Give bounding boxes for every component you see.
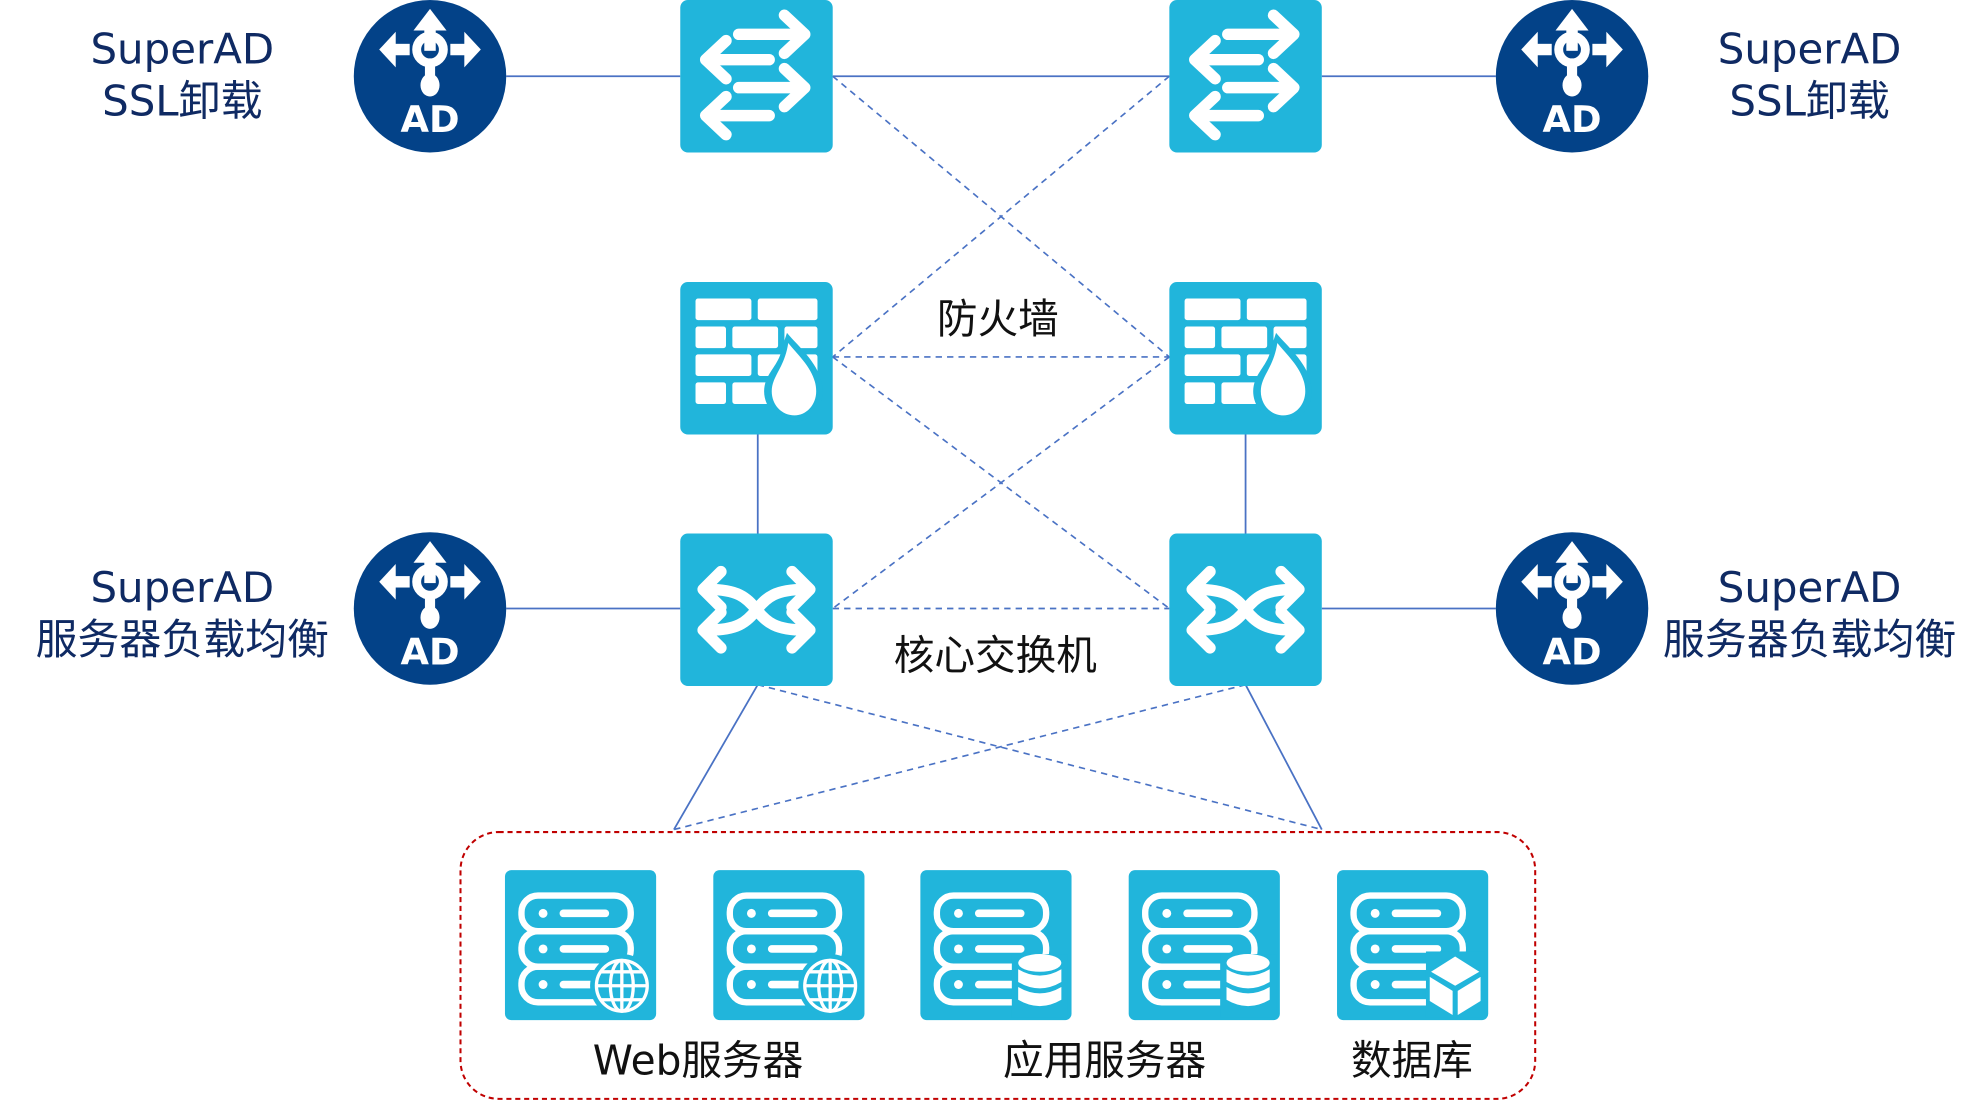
link-core-right-to-servers <box>1244 684 1323 830</box>
core-switch-icon <box>1169 534 1321 686</box>
web-server-label: Web服务器 <box>593 1037 804 1085</box>
web-server-globe-icon <box>713 870 864 1020</box>
ad-node-ssl-right[interactable]: SuperAD SSL卸载 <box>1496 0 1902 152</box>
dashed-link-firewall-right-to-core-left <box>832 356 1170 610</box>
database-label: 数据库 <box>1351 1037 1473 1085</box>
ad-node-role: 服务器负载均衡 <box>1663 615 1956 664</box>
ad-node-title: SuperAD <box>1718 25 1902 74</box>
arrow-stroke <box>1189 90 1221 141</box>
ad-load-balancer-icon <box>354 0 506 152</box>
firewall-icon <box>680 282 833 435</box>
firewall-icon <box>1169 282 1322 435</box>
ad-node-role: SSL卸载 <box>102 77 262 126</box>
access-switch-right[interactable] <box>1169 0 1322 153</box>
core-switch-right[interactable] <box>1169 534 1321 686</box>
arrow-stroke <box>699 90 732 141</box>
core-switch-icon <box>680 534 832 686</box>
app-server-label: 应用服务器 <box>1003 1037 1206 1085</box>
arrow-stroke <box>699 34 732 85</box>
ad-node-title: SuperAD <box>90 563 274 612</box>
dashed-link-core-left-to-servers-right <box>757 683 1322 831</box>
app-server-2[interactable] <box>1129 870 1280 1020</box>
ad-node-slb-right[interactable]: SuperAD 服务器负载均衡 <box>1496 532 1956 684</box>
ad-load-balancer-icon <box>354 532 506 684</box>
arrow-stroke <box>1189 34 1221 85</box>
core-switch-left[interactable] <box>680 534 832 686</box>
switch-arrows-icon <box>680 0 833 153</box>
arrow-stroke <box>1267 62 1300 113</box>
database-server-cube-icon <box>1337 870 1488 1020</box>
ad-node-title: SuperAD <box>1718 563 1902 612</box>
web-server-1[interactable] <box>505 870 656 1020</box>
app-server-database-icon <box>920 870 1071 1020</box>
ad-node-role: 服务器负载均衡 <box>36 615 329 664</box>
firewall-right[interactable] <box>1169 282 1322 435</box>
arrow-stroke <box>778 62 811 113</box>
app-server-1[interactable] <box>920 870 1071 1020</box>
dashed-link-access-right-to-firewall-left <box>832 75 1170 358</box>
app-server-database-icon <box>1129 870 1280 1020</box>
links <box>506 75 1496 831</box>
web-server-2[interactable] <box>713 870 864 1020</box>
database-server[interactable] <box>1337 870 1488 1020</box>
arrow-stroke <box>778 9 811 60</box>
ad-node-slb-left[interactable]: SuperAD 服务器负载均衡 <box>36 532 507 684</box>
dashed-link-core-right-to-servers-left <box>673 683 1246 831</box>
ad-node-role: SSL卸载 <box>1729 77 1889 126</box>
core-switch-tier-label: 核心交换机 <box>894 631 1097 679</box>
ad-node-title: SuperAD <box>90 25 274 74</box>
firewall-tier-label: 防火墙 <box>937 295 1059 343</box>
web-server-globe-icon <box>505 870 656 1020</box>
arrow-stroke <box>1267 9 1300 60</box>
link-core-left-to-servers <box>673 684 759 830</box>
switch-arrows-icon <box>1169 0 1322 153</box>
ad-load-balancer-icon <box>1496 0 1648 152</box>
server-group-boundary <box>459 831 1537 1100</box>
firewall-left[interactable] <box>680 282 833 435</box>
ad-load-balancer-icon <box>1496 532 1648 684</box>
ad-node-ssl-left[interactable]: SuperAD SSL卸载 <box>90 0 506 152</box>
access-switch-left[interactable] <box>680 0 833 153</box>
